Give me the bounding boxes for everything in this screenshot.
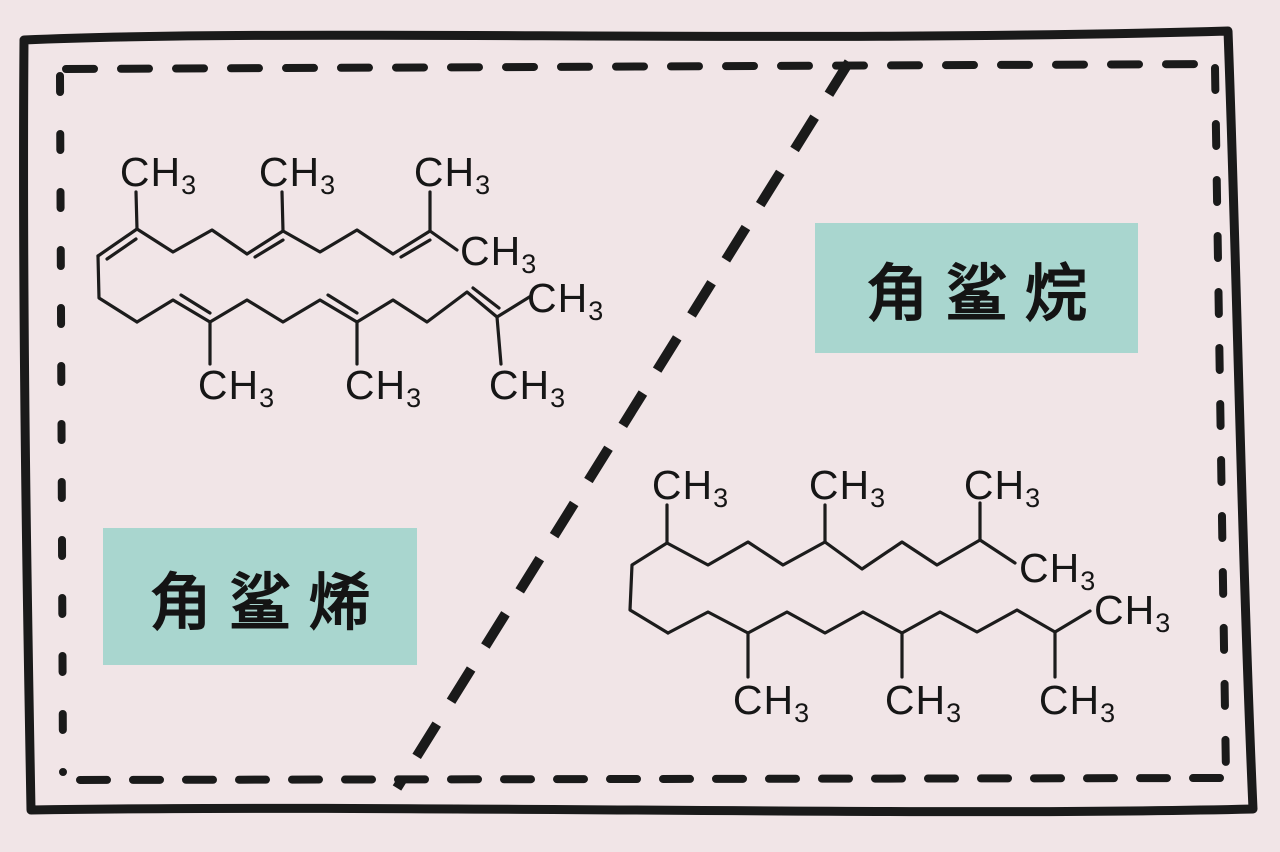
methyl-label: CH3 [885, 677, 961, 728]
squalane-structure: CH3 CH3 CH3 CH3 CH3 CH3 CH3 CH3 [628, 462, 1170, 728]
dashed-border-top [62, 60, 1220, 73]
methyl-label: CH3 [1039, 677, 1115, 728]
methyl-label: CH3 [198, 362, 274, 413]
squalene-bond [495, 294, 533, 319]
squalene-methyl-bond [495, 315, 503, 366]
double-bond-line [399, 238, 432, 259]
squalane-left-connector [628, 541, 670, 635]
squalene-name-box: 角鲨烯 [103, 528, 417, 665]
methyl-label: CH3 [259, 149, 335, 200]
squalene-bottom-chain [135, 290, 499, 324]
squalane-bond [1053, 609, 1092, 634]
squalene-top-chain [96, 227, 432, 258]
methyl-label: CH3 [120, 149, 196, 200]
double-bond-line [105, 237, 138, 261]
methyl-label: CH3 [460, 228, 536, 279]
dashed-border-right [1211, 64, 1230, 779]
methyl-label: CH3 [964, 462, 1040, 513]
squalane-name-box: 角鲨烷 [815, 223, 1138, 353]
double-bond-line [179, 293, 212, 315]
methyl-label: CH3 [1094, 587, 1170, 638]
diagonal-divider [392, 59, 854, 791]
squalane-bottom-chain [666, 608, 1057, 635]
squalene-methyl-bond [280, 190, 285, 233]
methyl-label: CH3 [527, 275, 603, 326]
methyl-label: CH3 [652, 462, 728, 513]
squalene-left-connector [96, 254, 139, 324]
squalane-top-chain [665, 538, 982, 571]
methyl-label: CH3 [489, 362, 565, 413]
methyl-label: CH3 [733, 677, 809, 728]
double-bond-line [326, 293, 359, 315]
squalene-bond [428, 229, 459, 252]
squalene-name-label: 角鲨烯 [149, 565, 388, 639]
squalane-bond [978, 538, 1017, 565]
methyl-label: CH3 [1019, 545, 1095, 596]
methyl-label: CH3 [414, 149, 490, 200]
dashed-border-bottom [58, 774, 1224, 784]
double-bond-line [253, 238, 285, 259]
outer-border [19, 26, 1258, 817]
methyl-label: CH3 [345, 362, 421, 413]
methyl-label: CH3 [809, 462, 885, 513]
squalene-methyl-bond [134, 190, 139, 231]
squalane-name-label: 角鲨烷 [866, 257, 1105, 330]
squalene-structure: CH3 CH3 CH3 CH3 CH3 CH3 CH3 CH3 [96, 149, 603, 413]
double-bond-line [471, 286, 501, 310]
dashed-border-left [56, 72, 67, 776]
